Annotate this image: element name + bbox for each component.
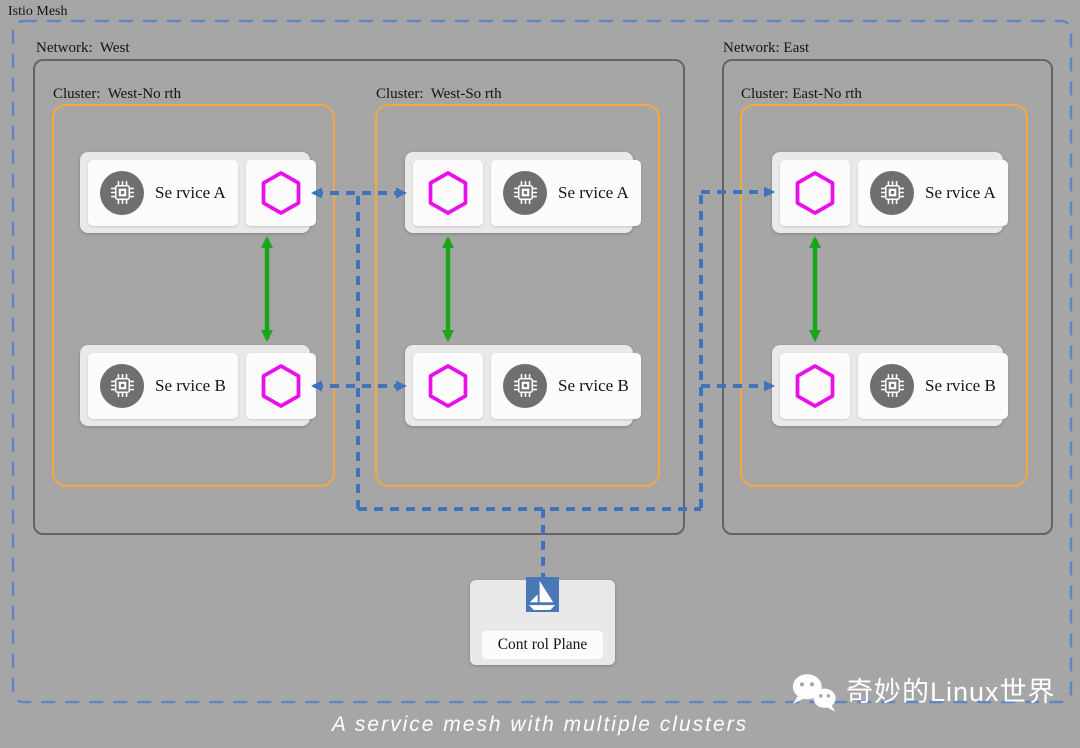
service-label: Se rvice A [558,182,629,202]
service-group-west-south-a: Se rvice A [405,152,641,233]
cpu-chip-icon [503,363,547,408]
cpu-chip-icon [503,170,547,215]
proxy-box [780,352,850,419]
service-group-west-north-a: Se rvice A [80,152,316,233]
service-label: Se rvice A [155,182,226,202]
cpu-chip-icon [870,363,914,408]
envoy-hexagon-icon [261,170,301,215]
service-box: Se rvice A [491,159,641,226]
service-box: Se rvice B [858,352,1008,419]
service-group-west-south-b: Se rvice B [405,345,641,426]
network-east-label: Network: East [723,40,810,56]
control-plane-box: Cont rol Plane [470,577,615,665]
cluster-west-north-label: Cluster: West-No rth [53,86,182,102]
diagram-caption: A service mesh with multiple clusters [331,713,749,736]
service-group-west-north-b: Se rvice B [80,345,316,426]
service-box: Se rvice A [88,159,238,226]
watermark-text: 奇妙的Linux世界 [846,676,1056,707]
proxy-box [245,352,316,419]
service-box: Se rvice A [858,159,1008,226]
service-group-east-north-b: Se rvice B [772,345,1008,426]
proxy-box [245,159,316,226]
wechat-icon [792,674,836,712]
service-label: Se rvice B [925,375,996,395]
mesh-label: Istio Mesh [8,4,68,19]
envoy-hexagon-icon [795,170,835,215]
control-plane-label: Cont rol Plane [497,636,588,653]
envoy-hexagon-icon [428,170,468,215]
service-label: Se rvice B [558,375,629,395]
service-box: Se rvice B [491,352,641,419]
proxy-box [780,159,850,226]
istio-sailboat-icon [526,577,559,612]
cluster-west-south-label: Cluster: West-So rth [376,86,502,102]
envoy-hexagon-icon [261,363,301,408]
cpu-chip-icon [870,170,914,215]
proxy-box [413,159,483,226]
proxy-box [413,352,483,419]
network-west-label: Network: West [36,40,130,56]
service-label: Se rvice A [925,182,996,202]
control-plane-label-box: Cont rol Plane [482,631,603,659]
service-group-east-north-a: Se rvice A [772,152,1008,233]
watermark: 奇妙的Linux世界 [789,672,1056,713]
envoy-hexagon-icon [428,363,468,408]
cpu-chip-icon [100,170,144,215]
service-box: Se rvice B [88,352,238,419]
cpu-chip-icon [100,363,144,408]
service-label: Se rvice B [155,375,226,395]
envoy-hexagon-icon [795,363,835,408]
cluster-east-north-label: Cluster: East-No rth [741,86,862,102]
